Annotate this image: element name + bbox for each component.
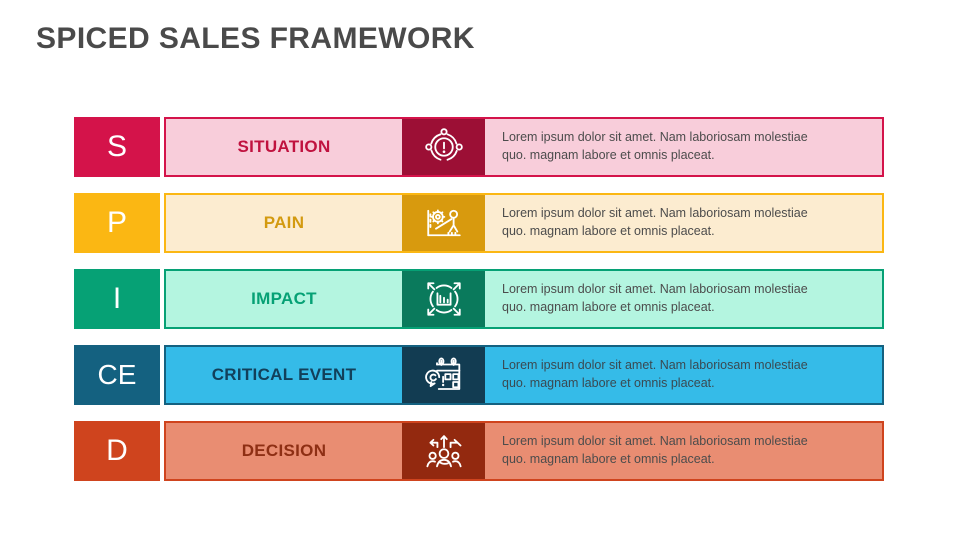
row-panel: IMPACT Lorem ipsum dolor sit amet. Nam la…: [164, 269, 884, 329]
row-label[interactable]: SITUATION: [166, 119, 402, 175]
bar-chart-arrows-impact-icon: [402, 271, 485, 327]
row-letter-badge: I: [74, 269, 160, 329]
row-description-text: Lorem ipsum dolor sit amet. Nam laborios…: [502, 206, 808, 238]
alert-circle-network-icon: [402, 119, 485, 175]
row-description-cell: Lorem ipsum dolor sit amet. Nam laborios…: [485, 119, 882, 175]
row-description-cell: Lorem ipsum dolor sit amet. Nam laborios…: [485, 423, 882, 479]
row-description-text: Lorem ipsum dolor sit amet. Nam laborios…: [502, 358, 808, 390]
row-description-cell: Lorem ipsum dolor sit amet. Nam laborios…: [485, 271, 882, 327]
row-panel: PAIN Lorem ipsum dolor sit amet. Nam labo…: [164, 193, 884, 253]
row-letter-badge: D: [74, 421, 160, 481]
row-description-text: Lorem ipsum dolor sit amet. Nam laborios…: [502, 282, 808, 314]
row-description-text: Lorem ipsum dolor sit amet. Nam laborios…: [502, 434, 808, 466]
row-letter-badge: P: [74, 193, 160, 253]
row-label[interactable]: CRITICAL EVENT: [166, 347, 402, 403]
row-letter-badge: CE: [74, 345, 160, 405]
row-panel: SITUATION Lorem ipsum dolor sit amet. Nam…: [164, 117, 884, 177]
row-letter-badge: S: [74, 117, 160, 177]
row-label[interactable]: IMPACT: [166, 271, 402, 327]
row-label[interactable]: DECISION: [166, 423, 402, 479]
row-description-cell: Lorem ipsum dolor sit amet. Nam laborios…: [485, 347, 882, 403]
row-description-text: Lorem ipsum dolor sit amet. Nam laborios…: [502, 130, 808, 162]
row-label[interactable]: PAIN: [166, 195, 402, 251]
page-title: SPICED SALES FRAMEWORK: [36, 22, 475, 55]
row-panel: DECISION Lorem ipsum dolor sit amet. Nam …: [164, 421, 884, 481]
gear-person-struggle-icon: [402, 195, 485, 251]
calendar-alert-icon: [402, 347, 485, 403]
row-panel: CRITICAL EVENT Lorem ipsum dolor sit amet…: [164, 345, 884, 405]
row-description-cell: Lorem ipsum dolor sit amet. Nam laborios…: [485, 195, 882, 251]
people-direction-arrows-icon: [402, 423, 485, 479]
